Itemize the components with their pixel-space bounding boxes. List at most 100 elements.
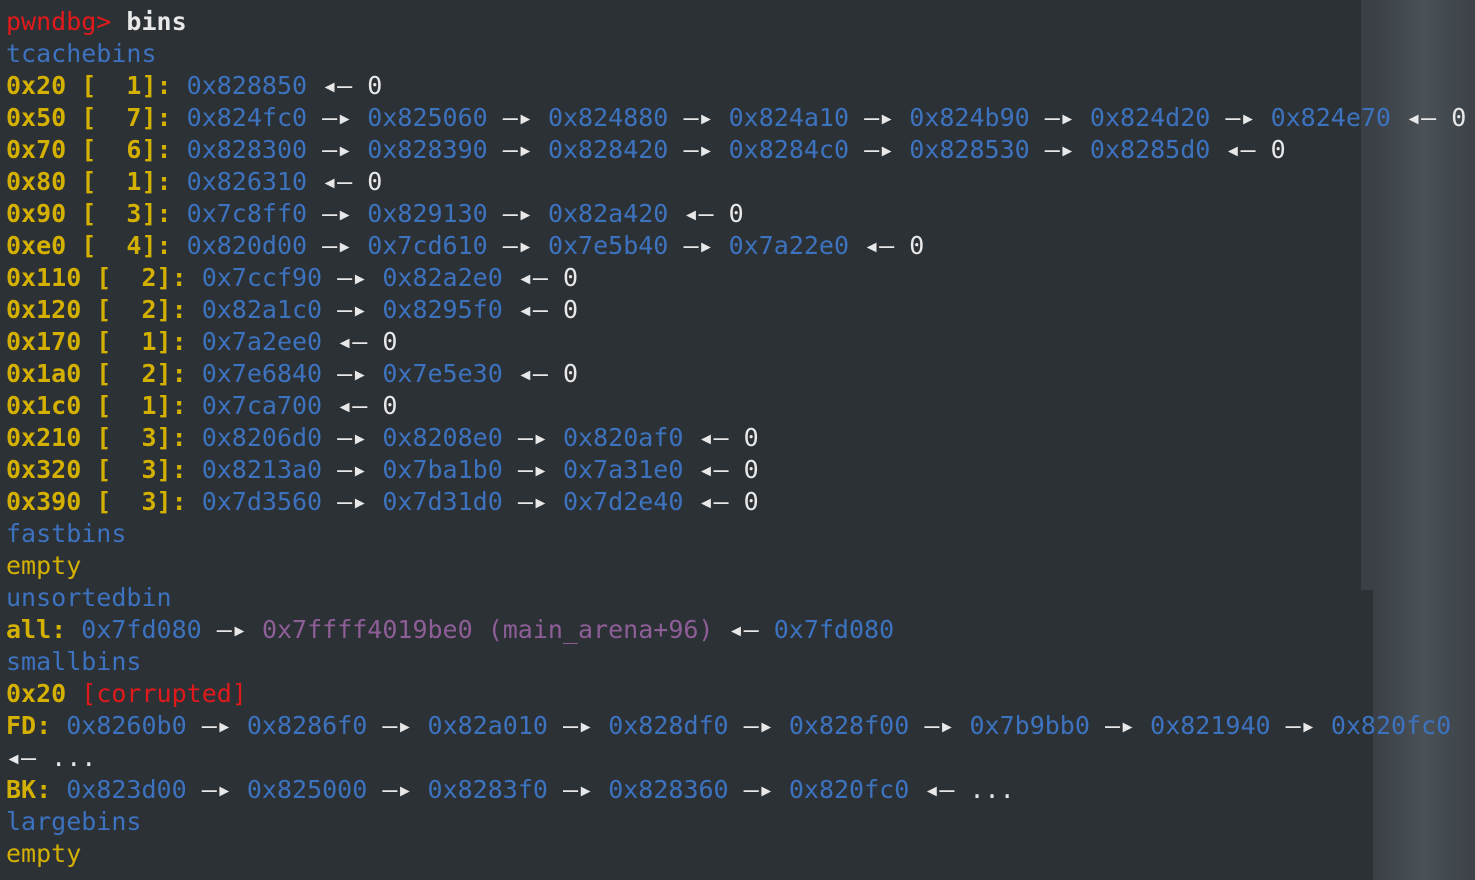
chain-end: 0 <box>382 391 398 420</box>
back-arrow: ◂— <box>337 327 368 356</box>
tcache-bin-row: 0x50 [ 7]: 0x824fc0 —▸ 0x825060 —▸ 0x824… <box>6 102 1466 134</box>
tcache-bin-row: 0x1c0 [ 1]: 0x7ca700 ◂— 0 <box>6 390 1466 422</box>
unsorted-row: all: 0x7fd080 —▸ 0x7ffff4019be0 (main_ar… <box>6 614 1466 646</box>
bin-size: 0x20 [ 1]: <box>6 71 172 100</box>
smallbin-size-row: 0x20 [corrupted] <box>6 678 1466 710</box>
tcache-bin-row: 0xe0 [ 4]: 0x820d00 —▸ 0x7cd610 —▸ 0x7e5… <box>6 230 1466 262</box>
back-arrow: ◂— <box>683 199 714 228</box>
forward-arrow: —▸ <box>337 455 368 484</box>
chunk-address: 0x820fc0 <box>788 775 910 804</box>
bin-size: 0x210 [ 3]: <box>6 423 187 452</box>
desktop-background <box>1373 0 1475 880</box>
chunk-address: 0x8286f0 <box>246 711 368 740</box>
forward-arrow: —▸ <box>1225 103 1256 132</box>
unsortedbin-header: unsortedbin <box>6 583 172 612</box>
chunk-address: 0x7fd080 <box>773 615 895 644</box>
prompt-line: pwndbg> bins <box>6 6 1466 38</box>
chain-end: 0 <box>367 71 383 100</box>
chunk-address: 0x828530 <box>909 135 1030 164</box>
chunk-address: 0x7a22e0 <box>728 231 850 260</box>
fd-row: FD: 0x8260b0 —▸ 0x8286f0 —▸ 0x82a010 —▸ … <box>6 710 1466 742</box>
chunk-address: 0x826310 <box>186 167 308 196</box>
chunk-address: 0x828390 <box>367 135 488 164</box>
chunk-address: 0x823d00 <box>66 775 187 804</box>
back-arrow: ◂— <box>517 295 548 324</box>
chunk-address: 0x7fd080 <box>81 615 202 644</box>
chunk-address: 0x7d3560 <box>201 487 323 516</box>
ellipsis: ... <box>51 743 97 772</box>
forward-arrow: —▸ <box>502 199 533 228</box>
chunk-address: 0x820d00 <box>186 231 308 260</box>
bk-label: BK: <box>6 775 52 804</box>
forward-arrow: —▸ <box>1044 135 1075 164</box>
chunk-address: 0x7e5b40 <box>547 231 669 260</box>
forward-arrow: —▸ <box>201 711 232 740</box>
bin-size: 0x1a0 [ 2]: <box>6 359 187 388</box>
bk-row: BK: 0x823d00 —▸ 0x825000 —▸ 0x8283f0 —▸ … <box>6 774 1466 806</box>
chunk-address: 0x824a10 <box>728 103 850 132</box>
terminal-scrollbar[interactable] <box>1361 0 1373 590</box>
fd-label: FD: <box>6 711 52 740</box>
forward-arrow: —▸ <box>864 103 895 132</box>
chain-end: 0 <box>563 295 579 324</box>
forward-arrow: —▸ <box>1044 103 1075 132</box>
shell-prompt: pwndbg> <box>6 7 112 36</box>
bin-size: 0x320 [ 3]: <box>6 455 187 484</box>
forward-arrow: —▸ <box>322 103 353 132</box>
chunk-address: 0x824b90 <box>909 103 1030 132</box>
chunk-address: 0x7e6840 <box>201 359 323 388</box>
forward-arrow: —▸ <box>337 263 368 292</box>
chunk-address: 0x828f00 <box>788 711 910 740</box>
corrupted-flag: [corrupted] <box>81 679 247 708</box>
bin-size: 0x50 [ 7]: <box>6 103 172 132</box>
chunk-address: 0x7d31d0 <box>382 487 503 516</box>
forward-arrow: —▸ <box>337 295 368 324</box>
bin-size: 0x90 [ 3]: <box>6 199 172 228</box>
chunk-address: 0x7ca700 <box>201 391 323 420</box>
chunk-address: 0x7b9bb0 <box>969 711 1090 740</box>
tcachebins-header: tcachebins <box>6 39 157 68</box>
chunk-address: 0x8213a0 <box>201 455 323 484</box>
bin-size: 0x110 [ 2]: <box>6 263 187 292</box>
tcache-bin-row: 0x70 [ 6]: 0x828300 —▸ 0x828390 —▸ 0x828… <box>6 134 1466 166</box>
forward-arrow: —▸ <box>517 487 548 516</box>
forward-arrow: —▸ <box>563 775 594 804</box>
chunk-address: 0x828420 <box>547 135 669 164</box>
chunk-address: 0x7e5e30 <box>382 359 503 388</box>
empty-line: empty <box>6 550 1466 582</box>
chunk-address: 0x7ccf90 <box>201 263 323 292</box>
chunk-address: 0x8295f0 <box>382 295 503 324</box>
forward-arrow: —▸ <box>337 487 368 516</box>
forward-arrow: —▸ <box>517 423 548 452</box>
chunk-address: 0x820fc0 <box>1330 711 1452 740</box>
forward-arrow: —▸ <box>322 135 353 164</box>
bin-size: 0x390 [ 3]: <box>6 487 187 516</box>
tcache-bin-row: 0x170 [ 1]: 0x7a2ee0 ◂— 0 <box>6 326 1466 358</box>
tcache-bin-row: 0x390 [ 3]: 0x7d3560 —▸ 0x7d31d0 —▸ 0x7d… <box>6 486 1466 518</box>
forward-arrow: —▸ <box>382 711 413 740</box>
empty-label: empty <box>6 551 82 580</box>
forward-arrow: —▸ <box>382 775 413 804</box>
forward-arrow: —▸ <box>322 231 353 260</box>
chain-end: 0 <box>1270 135 1286 164</box>
bin-size: 0x20 <box>6 679 67 708</box>
empty-label: empty <box>6 839 82 868</box>
tcache-bin-row: 0x210 [ 3]: 0x8206d0 —▸ 0x8208e0 —▸ 0x82… <box>6 422 1466 454</box>
back-arrow: ◂— <box>698 487 729 516</box>
tcache-bin-row: 0x80 [ 1]: 0x826310 ◂— 0 <box>6 166 1466 198</box>
section-header: largebins <box>6 806 1466 838</box>
tcache-bin-row: 0x110 [ 2]: 0x7ccf90 —▸ 0x82a2e0 ◂— 0 <box>6 262 1466 294</box>
chunk-address: 0x7a31e0 <box>563 455 684 484</box>
typed-command: bins <box>111 7 187 36</box>
back-arrow: ◂— <box>517 359 548 388</box>
chunk-address: 0x8206d0 <box>201 423 323 452</box>
chunk-address: 0x8283f0 <box>427 775 548 804</box>
chunk-address: 0x825060 <box>367 103 488 132</box>
chain-end: 0 <box>563 359 579 388</box>
chunk-address: 0x828df0 <box>608 711 729 740</box>
back-arrow: ◂— <box>517 263 548 292</box>
forward-arrow: —▸ <box>683 103 714 132</box>
chain-end: 0 <box>563 263 579 292</box>
